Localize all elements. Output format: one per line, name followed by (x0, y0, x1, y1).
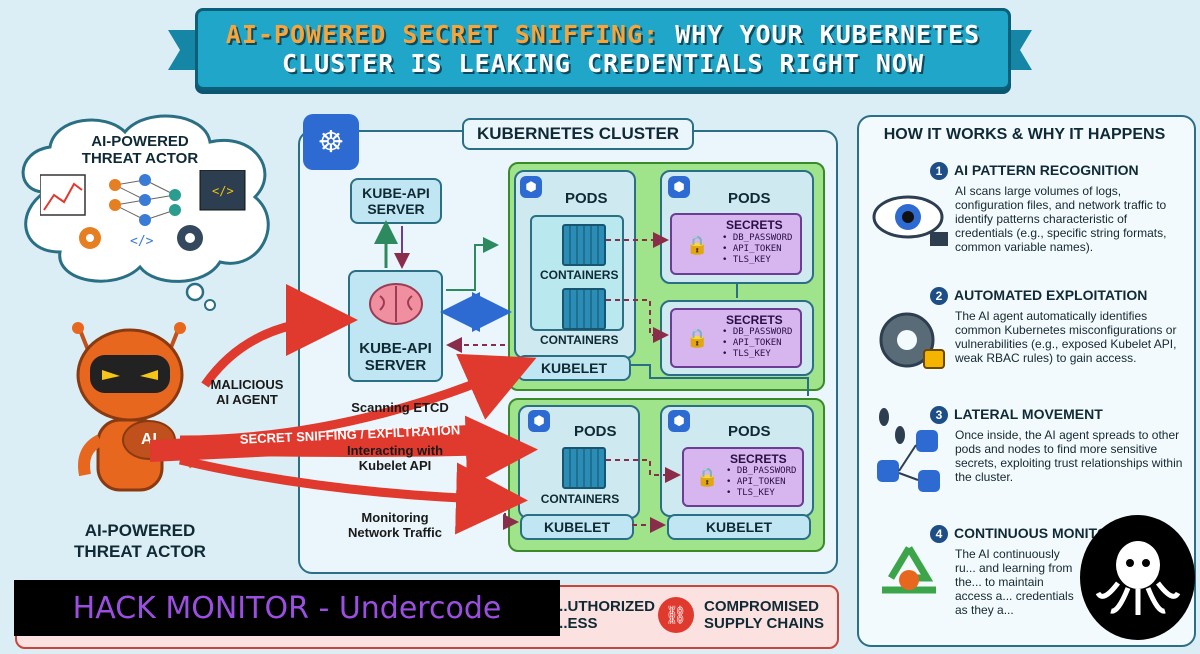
secrets-title: SECRETS (730, 452, 787, 466)
pods-label: PODS (728, 190, 771, 207)
step-2-text: The AI agent automatically identifies co… (955, 309, 1177, 365)
unauthorized-access-label: ...UTHORIZED ...ESS (555, 598, 655, 632)
lock-icon: 🔒 (696, 467, 719, 487)
container-icon (562, 224, 606, 266)
secrets-box-lower: 🔒 SECRETS • DB_PASSWORD • API_TOKEN • TL… (682, 447, 804, 507)
pod-cube-icon: ⬢ (668, 410, 690, 432)
brain-icon (369, 283, 423, 325)
containers-label: CONTAINERS (540, 333, 619, 347)
kube-api-main-label: KUBE-API SERVER (359, 340, 432, 374)
cluster-title: KUBERNETES CLUSTER (462, 118, 694, 150)
step-3-text: Once inside, the AI agent spreads to oth… (955, 428, 1183, 484)
robot-caption: AI-POWERED THREAT ACTOR (74, 521, 206, 561)
gear-wrench-lock-icon (872, 308, 952, 383)
secrets-title: SECRETS (726, 313, 783, 327)
octopus-icon (1095, 540, 1180, 615)
pods-label: PODS (728, 423, 771, 440)
secret-item: • DB_PASSWORD (726, 466, 797, 476)
container-icon (562, 288, 606, 330)
secrets-box-upper: 🔒 SECRETS • DB_PASSWORD • API_TOKEN • TL… (670, 213, 802, 275)
secret-item: • DB_PASSWORD (722, 327, 793, 337)
watermark-banner: HACK MONITOR - Undercode (14, 580, 560, 636)
footprints-icon (872, 405, 952, 500)
octopus-logo (1080, 515, 1195, 640)
secret-item: • API_TOKEN (726, 477, 786, 487)
secret-item: • TLS_KEY (722, 255, 771, 265)
malicious-agent-label: MALICIOUS AI AGENT (210, 377, 284, 407)
secret-item: • TLS_KEY (726, 488, 775, 498)
pod-cube-icon: ⬢ (520, 176, 542, 198)
pod-cube-icon: ⬢ (668, 176, 690, 198)
secret-item: • API_TOKEN (722, 338, 782, 348)
neural-network-icon: </> </> (40, 170, 246, 251)
kubelet-lower-left: KUBELET (520, 514, 634, 540)
etcd-label: Scanning ETCD (351, 400, 449, 415)
container-icon (562, 447, 606, 489)
lock-icon: 🔒 (686, 235, 709, 255)
step-4-text: The AI continuously ru... and learning f… (955, 547, 1074, 617)
how-it-works-title: HOW IT WORKS & WHY IT HAPPENS (883, 126, 1166, 143)
kubelet-lower-right: KUBELET (667, 514, 811, 540)
secrets-title: SECRETS (726, 218, 783, 232)
recycle-icon (872, 540, 947, 620)
containers-label: CONTAINERS (540, 492, 620, 506)
broken-link-icon: ⛓ (658, 597, 694, 633)
pods-label: PODS (565, 190, 608, 207)
eye-icon (870, 182, 950, 257)
compromised-supply-chains-label: COMPROMISED SUPPLY CHAINS (704, 598, 825, 632)
secret-item: • TLS_KEY (722, 349, 771, 359)
kubernetes-helm-icon: ☸ (303, 114, 359, 170)
kubelet-api-label: Interacting with Kubelet API (346, 443, 444, 473)
containers-label: CONTAINERS (540, 268, 619, 282)
kube-api-server-small: KUBE-API SERVER (350, 178, 442, 224)
svg-text:</>: </> (212, 184, 234, 198)
secret-item: • API_TOKEN (722, 244, 782, 254)
title-line-1: AI-POWERED SECRET SNIFFING: WHY YOUR KUB… (225, 20, 981, 49)
pods-label: PODS (574, 423, 617, 440)
lock-icon: 🔒 (686, 328, 709, 348)
thought-bubble-label: AI-POWERED THREAT ACTOR (81, 133, 199, 167)
network-traffic-label: Monitoring Network Traffic (348, 510, 442, 540)
title-line-2: CLUSTER IS LEAKING CREDENTIALS RIGHT NOW (281, 49, 925, 78)
watermark-text: HACK MONITOR - Undercode (72, 590, 502, 626)
title-banner: AI-POWERED SECRET SNIFFING: WHY YOUR KUB… (195, 8, 1011, 90)
step-1-text: AI scans large volumes of logs, configur… (955, 184, 1167, 254)
secrets-box-middle: 🔒 SECRETS • DB_PASSWORD • API_TOKEN • TL… (670, 308, 802, 368)
secret-item: • DB_PASSWORD (722, 233, 793, 243)
svg-text:</>: </> (130, 234, 154, 249)
